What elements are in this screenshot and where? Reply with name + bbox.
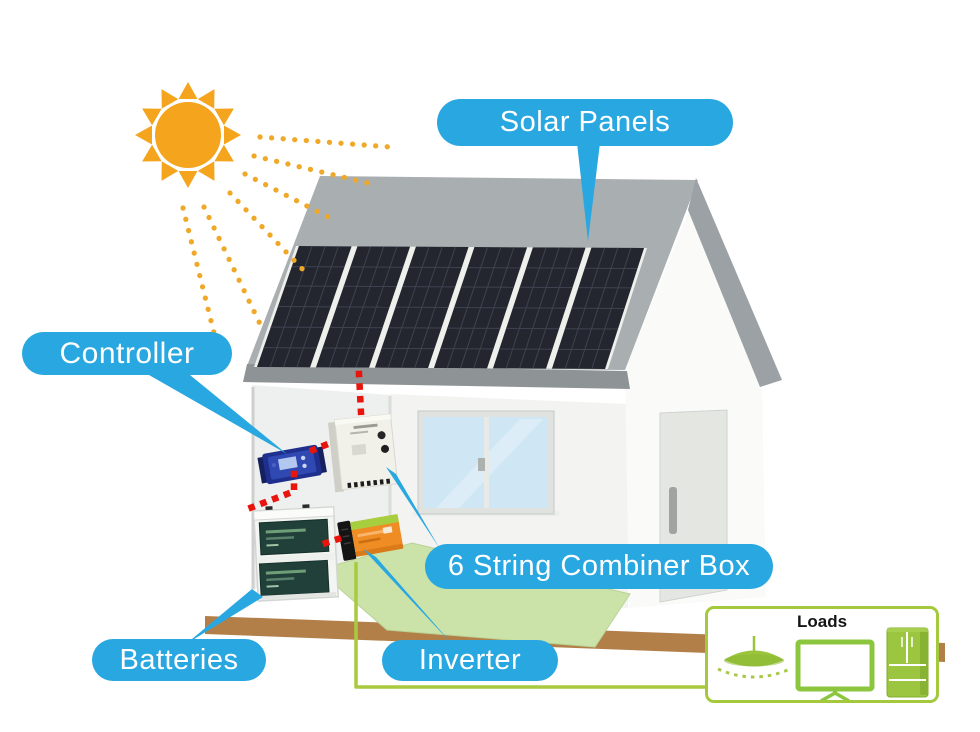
label-inverter: Inverter [382,640,558,681]
controller-pointer [142,362,287,454]
callout-pointers [142,143,600,645]
sun-icon [135,82,241,188]
sunlight-dotted-rays [180,134,393,336]
ac-wire-to-loads [354,562,705,689]
battery-to-inverter-dots [321,531,352,548]
combiner-pointer [386,467,440,549]
combiner-to-controller-dots [308,437,338,455]
solar-panels-pointer [577,143,600,241]
batteries-pointer [186,589,263,644]
battery-bank-device [252,504,340,602]
combiner-box-device [327,413,399,493]
dc-connection-dots [245,370,365,548]
roof-gable-trim [688,178,782,387]
window [413,410,559,516]
tv-icon [795,639,875,700]
label-solar-panels: Solar Panels [437,99,733,146]
charge-controller-device [257,444,327,485]
loads-title: Loads [796,612,848,631]
pendant-lamp-icon [717,636,791,679]
loads-box: Loads [705,606,939,703]
solar-panels-array [254,245,647,370]
label-batteries: Batteries [92,639,266,681]
inverter-pointer [363,549,453,645]
loads-icons [717,627,929,700]
sun-ray-triangles [135,82,241,188]
label-combiner-box: 6 String Combiner Box [425,544,773,589]
refrigerator-icon [886,627,929,698]
label-controller: Controller [22,332,232,375]
roof-fascia [243,364,630,389]
inverter-device [337,514,404,561]
